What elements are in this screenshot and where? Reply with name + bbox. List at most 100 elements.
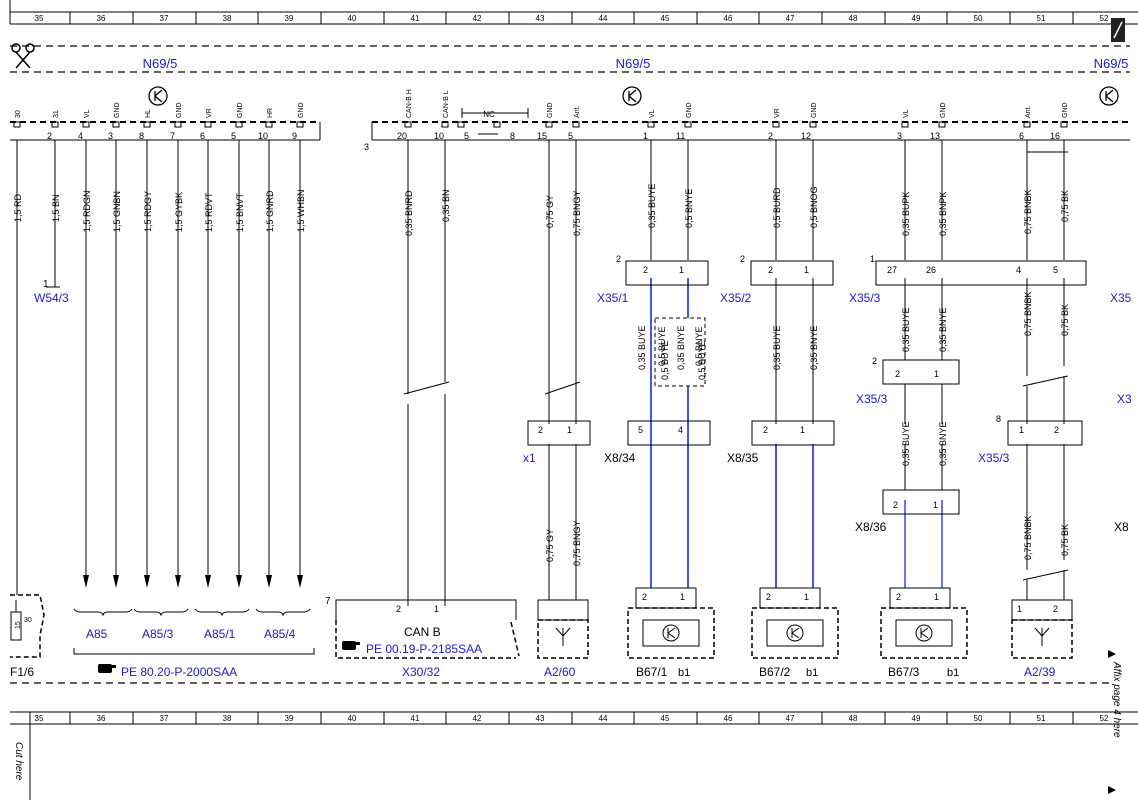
ruler-bottom-number: 52	[1100, 714, 1109, 723]
wire-label: 1,5 RDGY	[143, 191, 153, 232]
pin-socket	[82, 121, 90, 128]
pin-number: 3	[364, 142, 369, 152]
connector-pin: 1	[804, 265, 809, 275]
wire-label: 1,5 BN	[51, 194, 61, 222]
connector-pin: 4	[678, 425, 683, 435]
connector	[635, 587, 697, 609]
ruler-bottom-number: 39	[285, 714, 294, 723]
arrow-icon	[175, 575, 181, 588]
nc-switch	[461, 108, 529, 135]
arrow-icon	[297, 575, 303, 588]
ruler-bottom-number: 48	[849, 714, 858, 723]
ruler-bottom-number: 49	[912, 714, 921, 723]
label-a85-3: A85/3	[142, 627, 174, 641]
pin-name: GND	[1062, 102, 1069, 118]
pin-number: 5	[231, 131, 236, 141]
ruler-top-number: 42	[473, 14, 482, 23]
pin-socket	[143, 121, 151, 128]
pin-number: 8	[139, 131, 144, 141]
label-x1: x1	[523, 451, 536, 465]
label-a85: A85	[86, 627, 108, 641]
wire-label: 1,5 RDGN	[82, 190, 92, 232]
pin-socket	[901, 121, 909, 128]
connector-pin: 27	[887, 265, 897, 275]
ruler-top-number: 43	[536, 14, 545, 23]
pin-number: 10	[258, 131, 268, 141]
pin-socket	[174, 121, 182, 128]
label-a85-1: A85/1	[204, 627, 236, 641]
wire-label: 0,75 GY	[545, 195, 555, 228]
connector	[625, 260, 709, 286]
ruler-bottom-number: 42	[473, 714, 482, 723]
pin-number: 15	[537, 131, 547, 141]
cut-lines	[10, 45, 1130, 684]
label-x35-3-cut: X3	[1117, 392, 1132, 406]
arrow-icon	[83, 575, 89, 588]
wire-label: 0,35 BNYE	[809, 325, 819, 370]
ruler-top-number: 45	[661, 14, 670, 23]
wire-label: 0,35 BUYE	[772, 325, 782, 370]
arrow-icon	[144, 575, 150, 588]
pin-socket	[1023, 121, 1031, 128]
wire-label: 1,5 BNVT	[235, 192, 245, 232]
wire-label: 0,35 BN	[441, 189, 451, 222]
pin-number: 4	[78, 131, 83, 141]
ruler-bottom-number: 38	[223, 714, 232, 723]
pin-number: 3	[897, 131, 902, 141]
pin-number: 13	[930, 131, 940, 141]
pin-number: 8	[510, 131, 515, 141]
pin-number: 2	[47, 131, 52, 141]
wire-label: 0,75 BK	[1060, 304, 1070, 336]
splice-box	[654, 317, 706, 387]
connector-pin: 1	[1017, 604, 1022, 614]
pin-name: GND	[686, 102, 693, 118]
pin-name: VL	[84, 109, 91, 118]
nc-label: NC	[483, 110, 495, 119]
pin-name: CAN-B L	[443, 90, 450, 118]
wire-label: 0,35 BUYE	[647, 183, 657, 228]
connector	[759, 587, 821, 609]
wire-label: 0,75 BNBK	[1023, 515, 1033, 560]
wire-label: 1,5 GYBK	[174, 192, 184, 232]
pin-number: 9	[292, 131, 297, 141]
connector	[875, 260, 1087, 286]
label-x8-36: X8/36	[855, 520, 887, 534]
ruler-bottom-number: 44	[599, 714, 608, 723]
wire-label: 1,5 GNRD	[265, 190, 275, 232]
wire-label: 0,5 BUYE	[697, 340, 707, 380]
pin-name: HL	[145, 109, 152, 118]
pin-socket	[1060, 121, 1068, 128]
pin-socket	[457, 121, 465, 128]
ruler-bottom-number: 45	[661, 714, 670, 723]
label-fuse: 15	[15, 621, 22, 629]
label-b1b: b1	[806, 667, 818, 679]
wire-label: 0,5 BNYE	[694, 326, 704, 366]
pin-number: 5	[464, 131, 469, 141]
label-w54: W54/3	[34, 291, 69, 305]
wire-label: 1,5 RD	[13, 193, 23, 222]
pin-socket	[13, 121, 21, 128]
pin-name: 30	[15, 110, 22, 118]
connector-pin: 2	[766, 592, 771, 602]
connector	[537, 599, 589, 621]
pin-name: Ant.	[574, 105, 581, 118]
label-b67-2: B67/2	[759, 665, 791, 679]
pin-number: 11	[676, 131, 685, 141]
pin-socket	[772, 121, 780, 128]
connector	[527, 420, 591, 446]
pin-socket	[647, 121, 655, 128]
pin-name: HR	[267, 108, 274, 118]
wire-label: 0,5 BURD	[772, 187, 782, 228]
label-x35-1: X35/1	[597, 291, 629, 305]
arrow-icon	[113, 575, 119, 588]
label-a85-4: A85/4	[264, 627, 296, 641]
pin-name: 31	[53, 110, 60, 118]
connector-pin: 2	[740, 254, 745, 264]
label-pe2: PE 00.19-P-2185SAA	[366, 642, 482, 656]
wire-label: 0,75 GY	[545, 529, 555, 562]
label-b1a: b1	[678, 667, 690, 679]
connector-pin: 1	[680, 592, 685, 602]
label-fuse-pin: 30	[24, 617, 32, 624]
pin-socket	[296, 121, 304, 128]
